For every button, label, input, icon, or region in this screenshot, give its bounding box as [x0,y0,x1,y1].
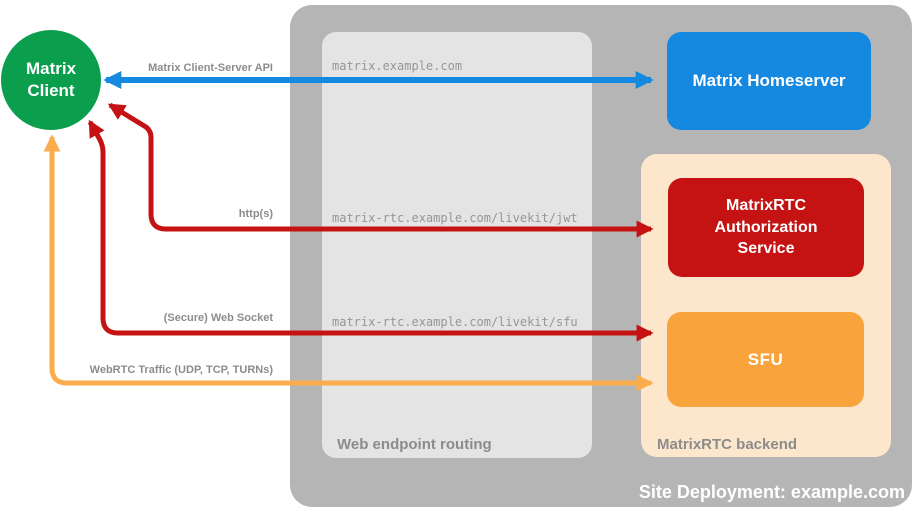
endpoint-matrix: matrix.example.com [332,59,463,73]
connection-label-websocket: (Secure) Web Socket [163,312,273,324]
matrixrtc-backend-title: MatrixRTC backend [657,436,798,453]
site-deployment-title: Site Deployment: example.com [638,482,905,502]
matrix-homeserver-node: Matrix Homeserver [667,32,871,130]
matrixrtc-auth-service-node: MatrixRTC Authorization Service [668,178,864,277]
web-endpoint-routing-container [322,32,592,458]
endpoint-livekit-jwt: matrix-rtc.example.com/livekit/jwt [332,211,578,225]
connection-label-webrtc-traffic: WebRTC Traffic (UDP, TCP, TURNs) [89,364,273,376]
connection-label-client-server-api: Matrix Client-Server API [148,62,273,74]
web-endpoint-routing-title: Web endpoint routing [337,436,492,453]
connection-label-https: http(s) [238,208,273,220]
matrix-client-node: Matrix Client [1,30,101,130]
sfu-node: SFU [667,312,864,407]
endpoint-livekit-sfu: matrix-rtc.example.com/livekit/sfu [332,315,578,329]
